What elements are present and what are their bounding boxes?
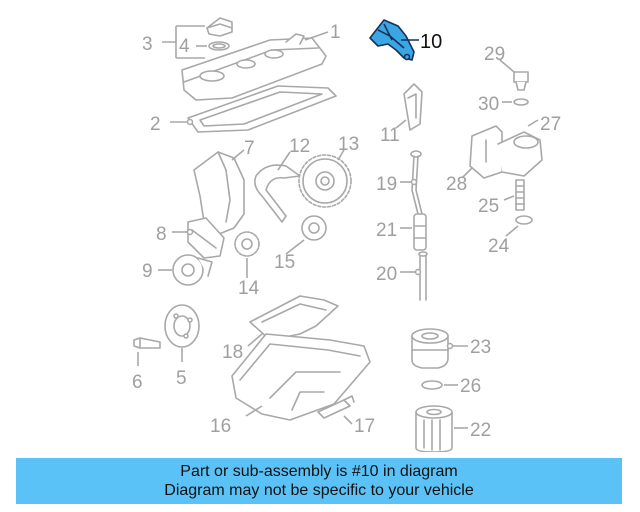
part-9-tensioner[interactable] — [172, 254, 213, 286]
callout-2[interactable]: 2 — [150, 114, 161, 135]
callout-12[interactable]: 12 — [289, 136, 310, 157]
part-1-valve-cover[interactable] — [181, 33, 327, 101]
part-14-idler[interactable] — [234, 231, 260, 257]
callout-9[interactable]: 9 — [142, 261, 153, 282]
callout-27[interactable]: 27 — [540, 114, 561, 135]
callout-4[interactable]: 4 — [179, 36, 190, 57]
part-23-oil-cooler[interactable] — [411, 328, 449, 369]
part-12-timing-belt[interactable] — [254, 164, 301, 223]
callout-21[interactable]: 21 — [376, 220, 397, 241]
callout-7[interactable]: 7 — [244, 138, 255, 159]
part-13-cam-sprocket[interactable] — [298, 154, 352, 208]
callout-11[interactable]: 11 — [380, 125, 400, 146]
part-21-seal[interactable] — [413, 213, 427, 251]
part-5-crank-pulley[interactable] — [164, 304, 200, 348]
callout-19[interactable]: 19 — [376, 174, 397, 195]
part-7-timing-cover[interactable] — [193, 151, 245, 237]
part-19-dipstick[interactable] — [410, 150, 423, 215]
callout-13[interactable]: 13 — [338, 134, 359, 155]
part-30-seal[interactable] — [513, 98, 529, 106]
part-18-baffle[interactable] — [249, 295, 339, 341]
part-22-oil-filter[interactable] — [415, 405, 453, 452]
part-3-oil-cap[interactable] — [206, 17, 233, 51]
callout-8[interactable]: 8 — [156, 224, 167, 245]
parts-diagram: 3 4 1 2 7 12 13 8 — [132, 17, 561, 452]
part-17-sealant[interactable] — [317, 395, 355, 419]
callout-1[interactable]: 1 — [330, 22, 341, 43]
callout-20[interactable]: 20 — [376, 264, 397, 285]
callout-17[interactable]: 17 — [354, 416, 375, 437]
banner-line-1: Part or sub-assembly is #10 in diagram — [180, 463, 458, 480]
callout-3[interactable]: 3 — [142, 34, 153, 55]
callout-28[interactable]: 28 — [446, 174, 467, 195]
callout-26[interactable]: 26 — [460, 376, 481, 397]
callout-10[interactable]: 10 — [420, 31, 442, 53]
callout-18[interactable]: 18 — [222, 342, 243, 363]
callout-23[interactable]: 23 — [470, 337, 491, 358]
callout-25[interactable]: 25 — [478, 196, 499, 217]
part-11-bracket[interactable] — [403, 83, 423, 131]
part-15-pulley[interactable] — [301, 215, 327, 241]
callout-5[interactable]: 5 — [176, 368, 187, 389]
part-6-bolt[interactable] — [133, 337, 161, 349]
part-27-filter-housing[interactable] — [469, 125, 543, 179]
callout-22[interactable]: 22 — [470, 420, 491, 441]
banner-line-2: Diagram may not be specific to your vehi… — [164, 482, 474, 499]
part-29-sensor[interactable] — [513, 71, 529, 91]
part-26-gasket[interactable] — [421, 380, 443, 390]
callout-29[interactable]: 29 — [484, 44, 505, 65]
callout-15[interactable]: 15 — [274, 252, 295, 273]
callout-6[interactable]: 6 — [132, 372, 143, 393]
part-2-gasket[interactable] — [187, 85, 337, 133]
part-25-bolt[interactable] — [515, 179, 525, 211]
callout-14[interactable]: 14 — [238, 278, 260, 299]
callout-24[interactable]: 24 — [488, 236, 510, 257]
callout-16[interactable]: 16 — [210, 416, 231, 437]
part-16-oil-pan[interactable] — [231, 333, 371, 421]
part-20-tube[interactable] — [418, 251, 428, 301]
part-10-highlighted-cover[interactable] — [369, 19, 415, 61]
callout-30[interactable]: 30 — [478, 94, 499, 115]
part-24-oring[interactable] — [515, 215, 533, 225]
info-banner: Part or sub-assembly is #10 in diagram D… — [16, 458, 622, 504]
part-8-bracket[interactable] — [187, 217, 225, 259]
